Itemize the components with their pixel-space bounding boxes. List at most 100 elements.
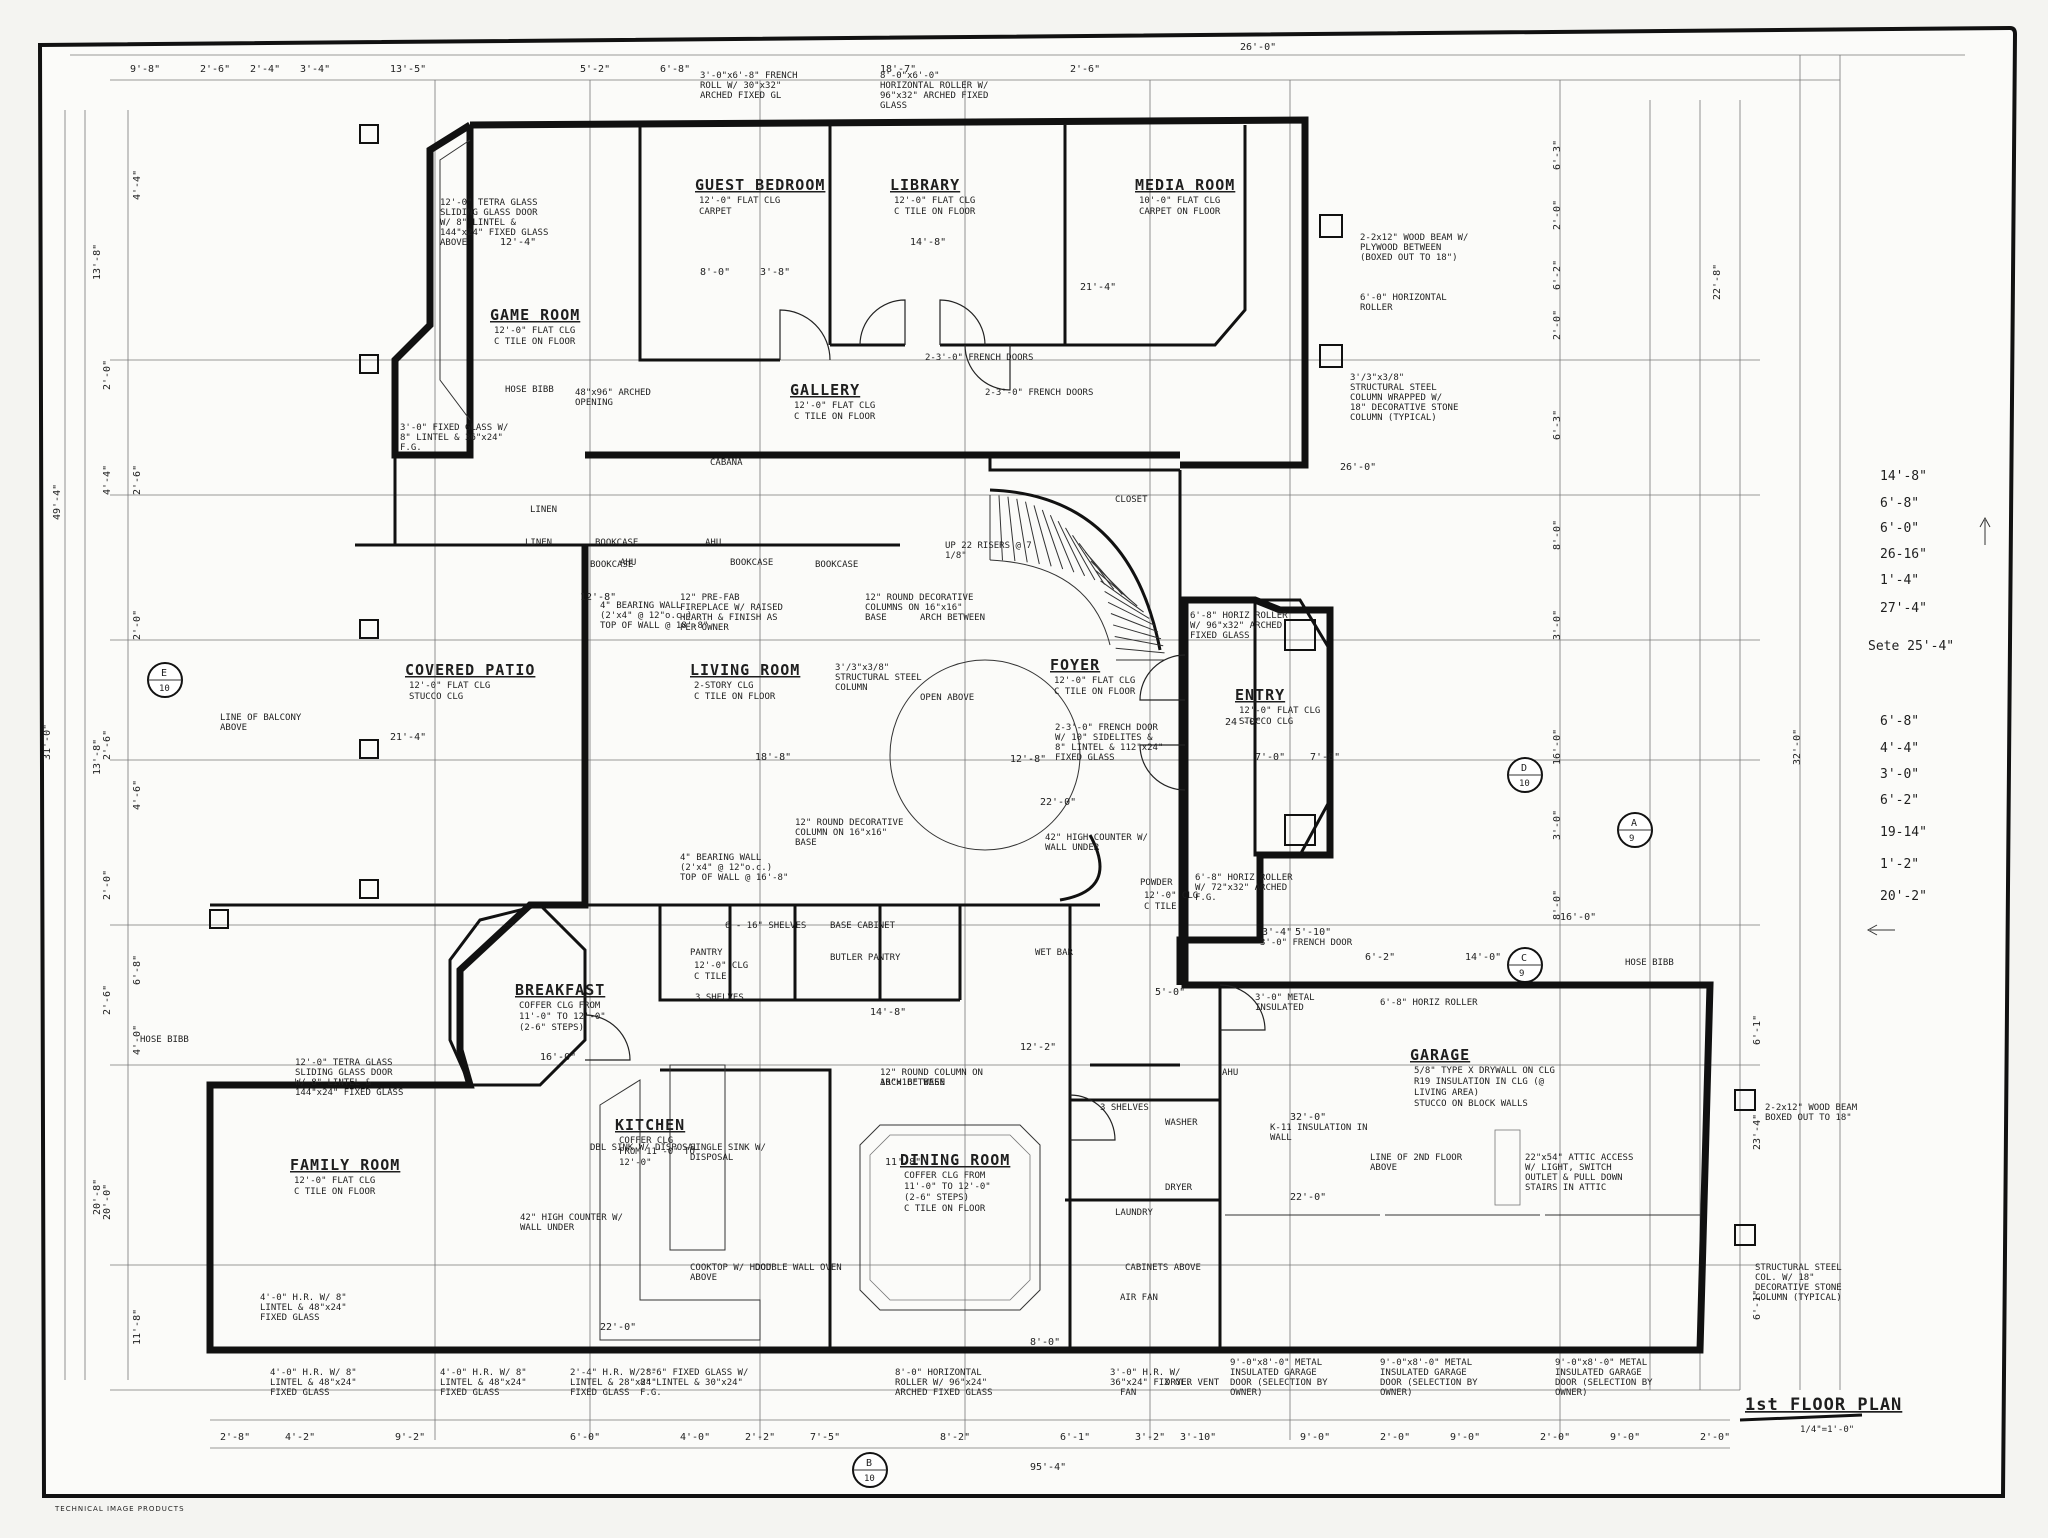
dim-left-inner: 20'-0" <box>102 1184 113 1220</box>
dim-interior: 22'-0" <box>1290 1192 1326 1203</box>
dim-interior: 32'-0" <box>1290 1112 1326 1123</box>
dim-top-inner: 12'-4" <box>500 237 536 248</box>
stair-tread <box>1114 636 1164 647</box>
dim-interior: 26'-0" <box>1340 462 1376 473</box>
dim-left-inner: 4'-4" <box>132 170 143 200</box>
plan-annotation: ARCH BETWEEN <box>880 1078 945 1088</box>
room-label-family-room: FAMILY ROOM <box>290 1156 400 1174</box>
stair-tread <box>1007 496 1016 562</box>
room-note-garage: LIVING AREA) <box>1414 1088 1479 1098</box>
plan-annotation: 6 - 16" SHELVES <box>725 921 806 931</box>
margin-note: 6'-8" <box>1880 496 1919 511</box>
dim-interior: 21'-4" <box>390 732 426 743</box>
room-label-garage: GARAGE <box>1410 1046 1470 1064</box>
stair-tread <box>1033 505 1052 567</box>
room-label-closet: CLOSET <box>1115 495 1148 505</box>
margin-note: 4'-4" <box>1880 741 1919 756</box>
dim-right: 6'-3" <box>1552 410 1563 440</box>
room-note-guest-bedroom: 12'-0" FLAT CLG <box>699 196 780 206</box>
dim-right: 6'-1" <box>1752 1290 1763 1320</box>
section-marker-b <box>852 1452 888 1488</box>
room-note-covered-patio: STUCCO CLG <box>409 692 463 702</box>
game-room-bay <box>439 139 471 421</box>
dim-interior: 14'-0" <box>1465 952 1501 963</box>
stair-tread <box>1041 509 1064 570</box>
dim-left-inner: 4'-0" <box>132 1025 143 1055</box>
section-marker-d <box>1507 757 1543 793</box>
dim-top: 13'-5" <box>390 64 426 75</box>
plan-annotation: 3 SHELVES <box>695 993 744 1003</box>
margin-note: 27'-4" <box>1880 601 1927 616</box>
open-above-circle <box>889 659 1081 851</box>
dim-bottom: 2'-0" <box>1540 1432 1570 1443</box>
stair-tread <box>1025 501 1040 565</box>
dim-bottom: 3'-2" <box>1135 1432 1165 1443</box>
curved-stair <box>989 488 1165 661</box>
room-label-guest-bedroom: GUEST BEDROOM <box>695 176 825 194</box>
dim-right: 6'-3" <box>1552 140 1563 170</box>
dim-top: 2'-6" <box>1070 64 1100 75</box>
room-label-foyer: FOYER <box>1050 656 1100 674</box>
section-marker-sheet: 9 <box>1519 969 1524 979</box>
sheet-title: 1st FLOOR PLAN <box>1745 1395 1902 1415</box>
dim-top: 5'-2" <box>580 64 610 75</box>
plan-annotation: SINGLE SINK W/DISPOSAL <box>690 1143 766 1163</box>
plan-annotation: AHU <box>620 558 636 568</box>
dim-right: 6'-2" <box>1552 260 1563 290</box>
dim-left-inner: 4'-6" <box>132 780 143 810</box>
dim-right: 8'-0" <box>1552 520 1563 550</box>
room-note-breakfast: 11'-0" TO 12'-0" <box>519 1012 606 1022</box>
dim-bottom: 3'-10" <box>1180 1432 1216 1443</box>
dim-interior: 6'-2" <box>1365 952 1395 963</box>
plan-annotation: AHU <box>705 538 721 548</box>
margin-note: 1'-4" <box>1880 573 1919 588</box>
section-marker-letter: D <box>1521 763 1527 774</box>
room-note-library: 12'-0" FLAT CLG <box>894 196 975 206</box>
dim-left: 13'-8" <box>92 739 103 775</box>
plan-annotation: BOOKCASE <box>730 558 773 568</box>
section-marker-letter: C <box>1521 953 1527 964</box>
stair-tread <box>1016 498 1028 563</box>
room-note-breakfast: (2-6" STEPS) <box>519 1023 584 1033</box>
room-note-media-room: 10'-0" FLAT CLG <box>1139 196 1220 206</box>
stair-tread <box>1110 613 1159 633</box>
dim-right: 32'-0" <box>1792 729 1803 765</box>
stair-tread <box>1049 514 1075 573</box>
dim-top-inner: 3'-8" <box>760 267 790 278</box>
stair-tread <box>1100 580 1144 613</box>
dim-top: 9'-8" <box>130 64 160 75</box>
room-note-media-room: CARPET ON FLOOR <box>1139 207 1221 217</box>
room-note-garage: 5/8" TYPE X DRYWALL ON CLG <box>1414 1066 1555 1076</box>
room-note-entry: 12'-0" FLAT CLG <box>1239 706 1320 716</box>
section-marker-letter: B <box>866 1458 872 1469</box>
dim-left-inner: 2'-6" <box>102 985 113 1015</box>
room-note-family-room: 12'-0" FLAT CLG <box>294 1176 375 1186</box>
interior-walls <box>585 125 1247 1350</box>
sheet-border <box>37 25 2018 1498</box>
room-note-living-room: 2-STORY CLG <box>694 681 754 691</box>
title-underline <box>1739 1413 1863 1422</box>
stair-tread <box>1115 647 1165 654</box>
dim-top-inner: 8'-0" <box>700 267 730 278</box>
margin-note: 6'-2" <box>1880 793 1919 808</box>
dim-right: 16'-0" <box>1552 729 1563 765</box>
plan-annotation: 3'-0" FRENCH DOOR <box>1260 938 1353 948</box>
room-note-foyer: C TILE ON FLOOR <box>1054 687 1136 697</box>
room-label-bookcase-1: BOOKCASE <box>590 560 633 570</box>
dining-coffer-inner <box>869 1134 1031 1301</box>
room-label-dining-room: DINING ROOM <box>900 1151 1010 1169</box>
plan-annotation: 4'-0" H.R. W/ 8"LINTEL & 48"x24"FIXED GL… <box>260 1293 347 1323</box>
room-label-gallery: GALLERY <box>790 381 860 399</box>
dim-bottom: 7'-5" <box>810 1432 840 1443</box>
room-note-garage: R19 INSULATION IN CLG (@ <box>1414 1077 1545 1087</box>
plan-annotation: AIR FAN <box>1120 1293 1158 1303</box>
stair-tread <box>1112 624 1162 640</box>
room-label-cabana: CABANA <box>710 458 743 468</box>
